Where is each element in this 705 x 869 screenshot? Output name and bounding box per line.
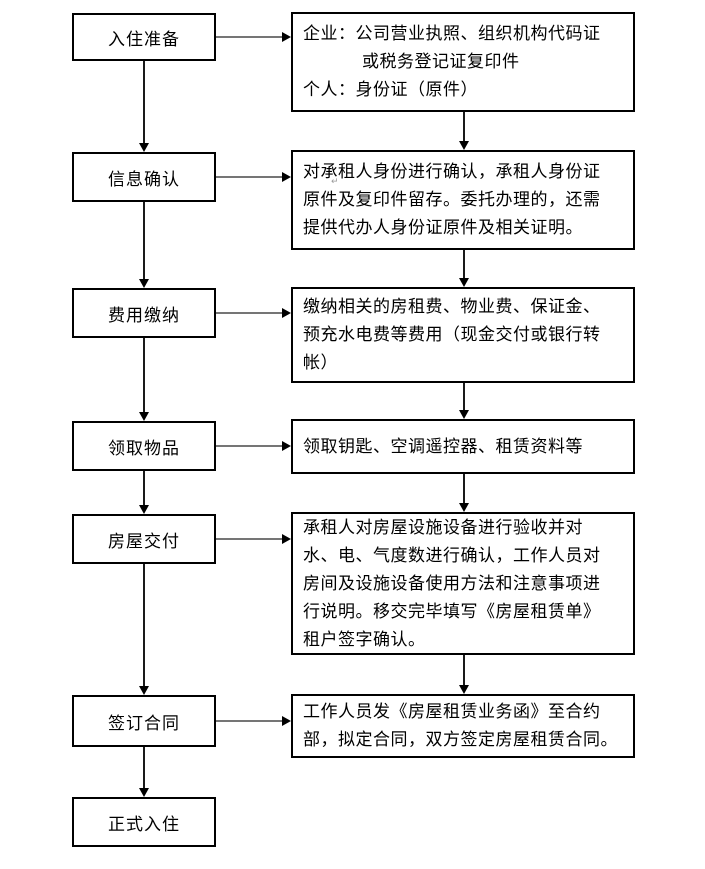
detail-line: 预充水电费等费用（现金交付或银行转	[303, 325, 601, 344]
arrowhead-right-icon	[282, 715, 291, 726]
detail-line: 对承租人身份进行确认，承租人身份证	[303, 162, 601, 181]
paragraph-mark-artifact: ↵	[331, 176, 339, 186]
detail-box-collect-items: 领取钥匙、空调遥控器、租赁资料等	[291, 419, 635, 474]
arrowhead-right-icon	[282, 440, 291, 451]
detail-line: 帐）	[303, 353, 338, 372]
arrow-line-step2-step3	[143, 202, 145, 279]
arrowhead-down-icon	[138, 505, 149, 514]
step-box-move-in: 正式入住	[72, 797, 216, 847]
arrow-line-step4-step5	[143, 471, 145, 505]
arrowhead-right-icon	[282, 533, 291, 544]
arrowhead-down-icon	[458, 278, 469, 287]
arrow-line-detail2-detail3	[463, 250, 465, 278]
detail-line: 或税务登记证复印件	[362, 52, 520, 71]
arrow-line-step1-detail1	[216, 36, 282, 38]
detail-box-sign-contract: 工作人员发《房屋租赁业务函》至合约 部，拟定合同，双方签定房屋租赁合同。	[291, 694, 635, 758]
detail-line: 提供代办人身份证原件及相关证明。	[303, 218, 583, 237]
arrow-line-step5-step6	[143, 564, 145, 686]
arrow-line-step3-step4	[143, 338, 145, 412]
step-box-info-confirm: 信息确认	[72, 152, 216, 202]
detail-box-house-handover: 承租人对房屋设施设备进行验收并对 水、电、气度数进行确认，工作人员对 房间及设施…	[291, 512, 635, 655]
arrow-line-detail3-detail4	[463, 383, 465, 410]
detail-box-pay-fees: 缴纳相关的房租费、物业费、保证金、 预充水电费等费用（现金交付或银行转 帐）	[291, 287, 635, 383]
arrowhead-down-icon	[458, 410, 469, 419]
detail-line: 租户签字确认。	[303, 629, 426, 649]
step-box-prepare: 入住准备	[72, 13, 216, 61]
step-label: 信息确认	[108, 169, 180, 189]
arrow-line-step6-detail6	[216, 720, 282, 722]
step-label: 入住准备	[108, 29, 180, 49]
step-label: 费用缴纳	[108, 305, 180, 325]
arrowhead-right-icon	[282, 171, 291, 182]
arrowhead-down-icon	[458, 685, 469, 694]
step-label: 签订合同	[108, 713, 180, 733]
detail-line: 原件及复印件留存。委托办理的，还需	[303, 190, 601, 209]
arrow-line-step5-detail5	[216, 538, 282, 540]
step-box-pay-fees: 费用缴纳	[72, 288, 216, 338]
detail-box-prepare: 企业：公司营业执照、组织机构代码证 或税务登记证复印件 个人：身份证（原件）	[291, 12, 635, 112]
arrowhead-down-icon	[138, 788, 149, 797]
arrow-line-detail1-detail2	[463, 112, 465, 141]
arrow-line-step3-detail3	[216, 312, 282, 314]
arrowhead-down-icon	[138, 412, 149, 421]
detail-line: 个人：身份证（原件）	[303, 80, 478, 99]
detail-line: 水、电、气度数进行确认，工作人员对	[303, 545, 601, 565]
arrow-line-step1-step2	[143, 61, 145, 143]
detail-line: 房间及设施设备使用方法和注意事项进	[303, 573, 601, 593]
detail-line: 领取钥匙、空调遥控器、租赁资料等	[303, 436, 583, 456]
arrow-line-step2-detail2	[216, 176, 282, 178]
arrowhead-down-icon	[458, 503, 469, 512]
detail-line: 行说明。移交完毕填写《房屋租赁单》	[303, 601, 601, 621]
arrowhead-down-icon	[138, 279, 149, 288]
step-label: 房屋交付	[108, 531, 180, 551]
detail-box-info-confirm: 对承租人身份进行确认，承租人身份证 原件及复印件留存。委托办理的，还需 提供代办…	[291, 150, 635, 250]
arrowhead-down-icon	[138, 686, 149, 695]
arrow-line-step6-step7	[143, 747, 145, 788]
step-box-house-handover: 房屋交付	[72, 514, 216, 564]
arrowhead-down-icon	[458, 141, 469, 150]
detail-line: 承租人对房屋设施设备进行验收并对	[303, 517, 583, 537]
arrowhead-down-icon	[138, 143, 149, 152]
detail-line: 缴纳相关的房租费、物业费、保证金、	[303, 297, 601, 316]
arrow-line-detail4-detail5	[463, 474, 465, 503]
detail-line: 企业：公司营业执照、组织机构代码证	[303, 24, 601, 43]
step-label: 领取物品	[108, 438, 180, 458]
step-box-sign-contract: 签订合同	[72, 695, 216, 747]
step-label: 正式入住	[108, 814, 180, 834]
arrowhead-right-icon	[282, 307, 291, 318]
detail-line: 工作人员发《房屋租赁业务函》至合约	[303, 702, 601, 721]
arrow-line-detail5-detail6	[463, 655, 465, 685]
arrowhead-right-icon	[282, 31, 291, 42]
detail-line: 部，拟定合同，双方签定房屋租赁合同。	[303, 730, 618, 749]
arrow-line-step4-detail4	[216, 445, 282, 447]
step-box-collect-items: 领取物品	[72, 421, 216, 471]
